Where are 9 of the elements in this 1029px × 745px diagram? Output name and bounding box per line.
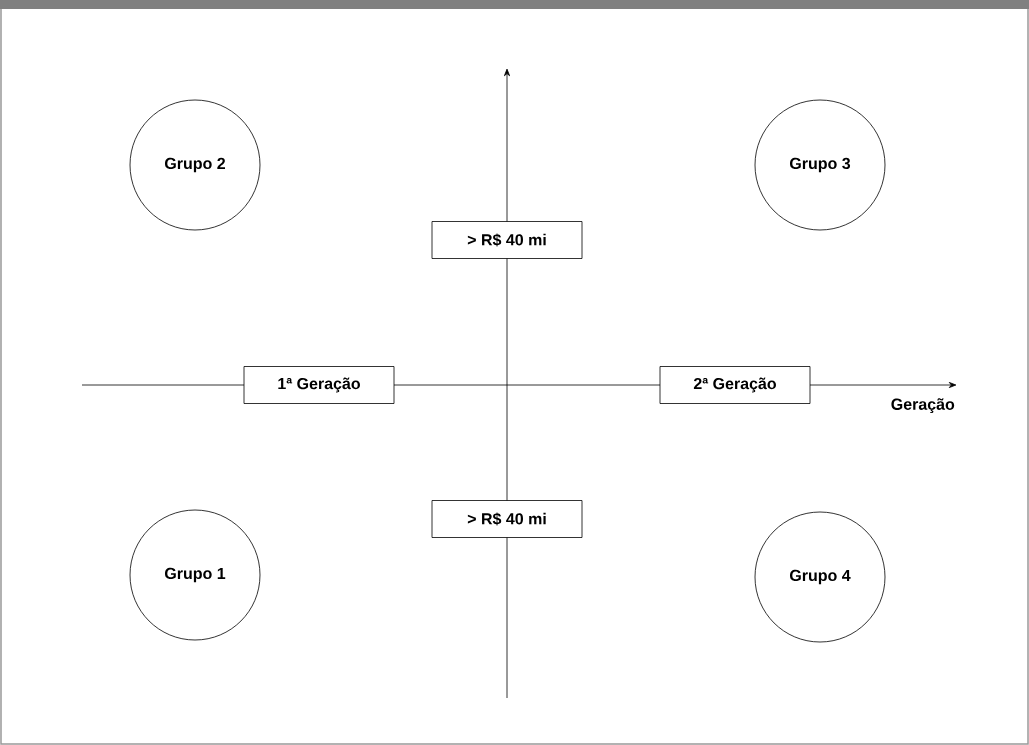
label-box: 1ª Geração (243, 366, 395, 404)
axis-label: Geração (891, 398, 955, 414)
circle-node: Grupo 3 (754, 99, 886, 231)
circle-node: Grupo 1 (129, 509, 261, 641)
label-box: > R$ 40 mi (431, 500, 583, 538)
label-box: 2ª Geração (659, 366, 811, 404)
circle-node: Grupo 4 (754, 511, 886, 643)
label-box: > R$ 40 mi (431, 221, 583, 259)
circle-node: Grupo 2 (129, 99, 261, 231)
